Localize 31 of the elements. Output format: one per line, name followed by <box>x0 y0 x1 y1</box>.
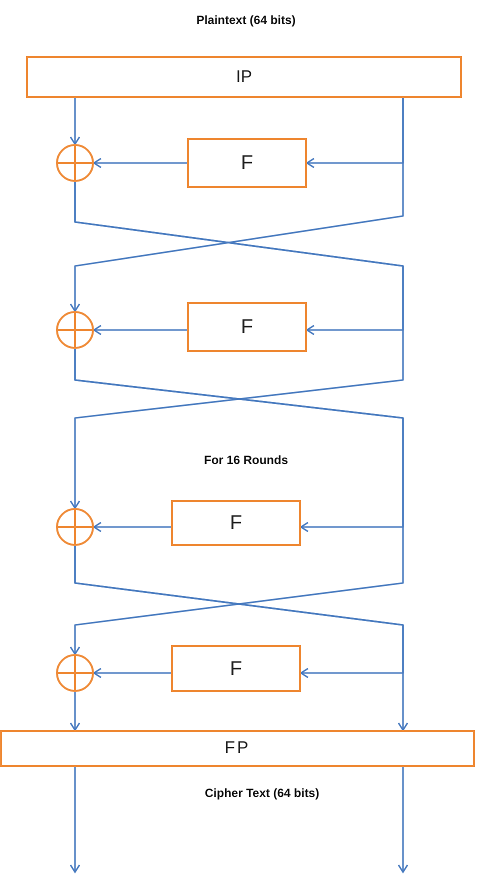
arrow <box>93 324 187 336</box>
arrow <box>398 767 408 873</box>
node-label: F <box>240 316 254 338</box>
arrow <box>70 692 80 731</box>
function-box <box>187 302 307 352</box>
process-box <box>26 56 462 98</box>
arrow <box>93 158 187 168</box>
process-box <box>0 730 475 767</box>
node-label: FP <box>224 739 250 758</box>
node-label: IP <box>236 68 252 86</box>
xor-symbol <box>56 654 94 692</box>
node-label: F <box>240 152 254 174</box>
block-caption: Plaintext (64 bits) <box>196 12 296 28</box>
node-label: F <box>230 512 242 534</box>
xor-symbol <box>56 144 94 182</box>
function-box <box>187 138 307 188</box>
round-note: For 16 Rounds <box>204 452 288 468</box>
arrow <box>70 767 80 873</box>
function-box <box>171 645 301 692</box>
node-label: F <box>230 658 242 680</box>
xor-symbol <box>56 311 94 349</box>
arrow <box>70 349 404 655</box>
arrow <box>70 182 404 509</box>
arrow <box>93 522 171 532</box>
arrow <box>70 98 404 312</box>
arrow <box>70 98 80 145</box>
xor-symbol <box>56 508 94 546</box>
block-caption: Cipher Text (64 bits) <box>204 785 320 801</box>
arrow <box>93 668 171 678</box>
arrow <box>74 546 408 731</box>
function-box <box>171 500 301 546</box>
